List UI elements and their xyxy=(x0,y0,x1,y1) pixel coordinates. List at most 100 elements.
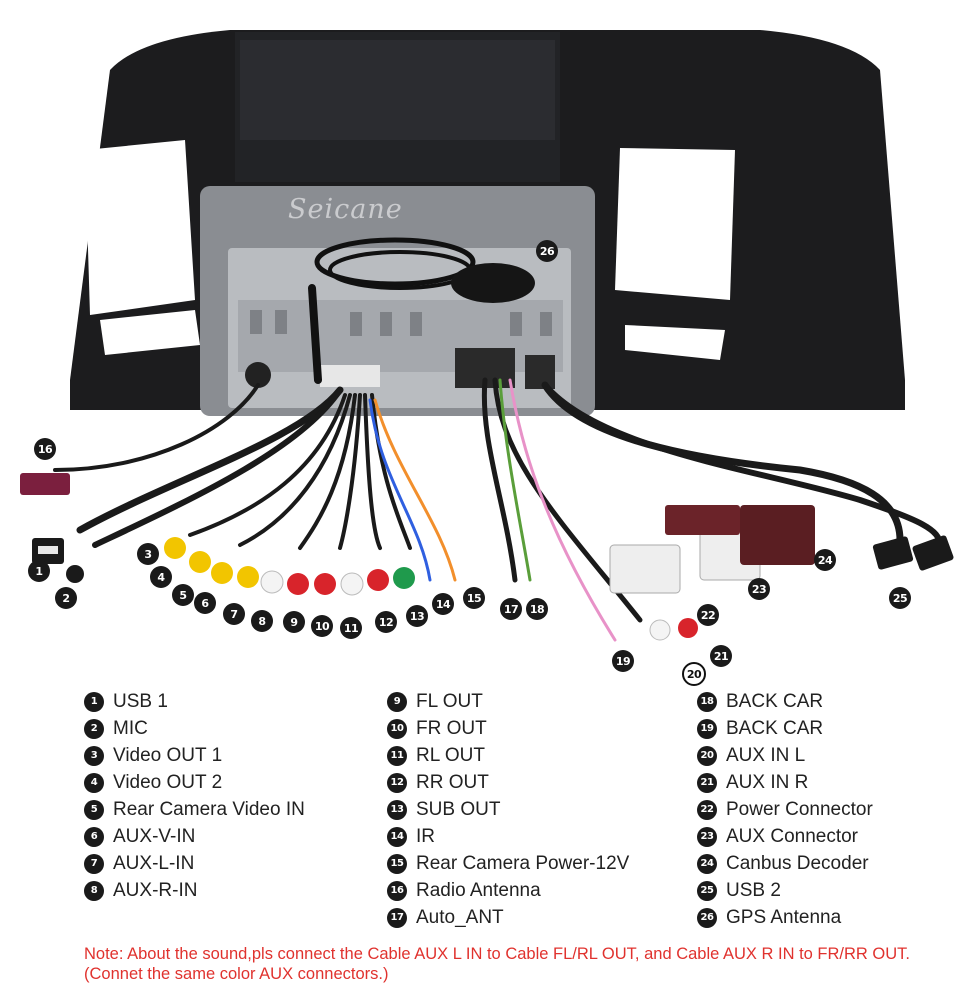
callout-21: 21 xyxy=(710,645,732,667)
legend-label: FR OUT xyxy=(416,717,487,739)
callout-4: 4 xyxy=(150,566,172,588)
legend-item: 12 RR OUT xyxy=(387,769,629,796)
legend-number: 24 xyxy=(697,853,717,874)
legend-label: Rear Camera Power-12V xyxy=(416,852,630,874)
legend-number: 21 xyxy=(697,772,717,793)
legend-number: 7 xyxy=(84,853,104,874)
legend-item: 16 Radio Antenna xyxy=(387,877,629,904)
callout-9: 9 xyxy=(283,611,305,633)
callout-5: 5 xyxy=(172,584,194,606)
legend-number: 16 xyxy=(387,880,407,901)
usb2-plug-a xyxy=(872,536,914,570)
callout-7: 7 xyxy=(223,603,245,625)
callout-3: 3 xyxy=(137,543,159,565)
legend-number: 2 xyxy=(84,718,104,739)
legend-label: BACK CAR xyxy=(726,690,824,712)
legend-number: 15 xyxy=(387,853,407,874)
legend-item: 4 Video OUT 2 xyxy=(84,769,305,796)
legend-label: USB 2 xyxy=(726,879,781,901)
fakra-connector xyxy=(20,473,70,495)
legend-item: 15 Rear Camera Power-12V xyxy=(387,850,629,877)
callout-12: 12 xyxy=(375,611,397,633)
callout-16: 16 xyxy=(34,438,56,460)
usb2-plug-b xyxy=(912,535,954,571)
legend-label: Video OUT 2 xyxy=(113,771,223,793)
power-connector xyxy=(609,544,681,594)
legend-label: AUX-V-IN xyxy=(113,825,196,847)
legend-item: 26 GPS Antenna xyxy=(697,904,873,931)
rca-jacks xyxy=(164,537,698,641)
legend-item: 24 Canbus Decoder xyxy=(697,850,873,877)
legend-number: 13 xyxy=(387,799,407,820)
legend-number: 20 xyxy=(697,745,717,766)
callout-20: 20 xyxy=(682,662,706,686)
callout-25: 25 xyxy=(889,587,911,609)
legend-number: 6 xyxy=(84,826,104,847)
callout-10: 10 xyxy=(311,615,333,637)
callout-17: 17 xyxy=(500,598,522,620)
legend-number: 12 xyxy=(387,772,407,793)
callout-14: 14 xyxy=(432,593,454,615)
legend-number: 1 xyxy=(84,691,104,712)
legend-label: USB 1 xyxy=(113,690,168,712)
legend-label: Radio Antenna xyxy=(416,879,541,901)
legend-number: 3 xyxy=(84,745,104,766)
wiring-note: Note: About the sound,pls connect the Ca… xyxy=(84,945,911,983)
legend-number: 26 xyxy=(697,907,717,928)
legend-item: 21 AUX IN R xyxy=(697,769,873,796)
legend-item: 7 AUX-L-IN xyxy=(84,850,305,877)
legend-label: SUB OUT xyxy=(416,798,501,820)
callout-13: 13 xyxy=(406,605,428,627)
legend-item: 1 USB 1 xyxy=(84,688,305,715)
legend-label: Rear Camera Video IN xyxy=(113,798,305,820)
callout-11: 11 xyxy=(340,617,362,639)
antenna-whip xyxy=(308,284,322,384)
legend-item: 2 MIC xyxy=(84,715,305,742)
legend-label: AUX-L-IN xyxy=(113,852,195,874)
legend-label: MIC xyxy=(113,717,148,739)
legend-label: AUX Connector xyxy=(726,825,859,847)
callout-6: 6 xyxy=(194,592,216,614)
legend-item: 3 Video OUT 1 xyxy=(84,742,305,769)
callout-18: 18 xyxy=(526,598,548,620)
legend-label: RR OUT xyxy=(416,771,489,793)
canbus-decoder xyxy=(740,505,815,565)
callout-2: 2 xyxy=(55,587,77,609)
legend-number: 4 xyxy=(84,772,104,793)
callout-26: 26 xyxy=(536,240,558,262)
legend-number: 22 xyxy=(697,799,717,820)
callout-24: 24 xyxy=(814,549,836,571)
callout-19: 19 xyxy=(612,650,634,672)
callout-8: 8 xyxy=(251,610,273,632)
callout-22: 22 xyxy=(697,604,719,626)
legend-number: 23 xyxy=(697,826,717,847)
legend-label: AUX IN R xyxy=(726,771,809,793)
legend-number: 25 xyxy=(697,880,717,901)
legend-label: AUX-R-IN xyxy=(113,879,198,901)
wiring-diagram xyxy=(20,30,954,642)
legend-number: 17 xyxy=(387,907,407,928)
callout-1: 1 xyxy=(28,560,50,582)
legend-item: 25 USB 2 xyxy=(697,877,873,904)
legend-label: Video OUT 1 xyxy=(113,744,223,766)
legend-item: 17 Auto_ANT xyxy=(387,904,629,931)
legend-label: GPS Antenna xyxy=(726,906,842,928)
legend-label: Auto_ANT xyxy=(416,906,504,928)
brand-watermark: Seicane xyxy=(288,194,403,225)
legend-label: Canbus Decoder xyxy=(726,852,869,874)
callout-23: 23 xyxy=(748,578,770,600)
legend-number: 14 xyxy=(387,826,407,847)
legend-item: 6 AUX-V-IN xyxy=(84,823,305,850)
mic-jack xyxy=(66,565,84,583)
legend-label: FL OUT xyxy=(416,690,483,712)
legend-label: RL OUT xyxy=(416,744,485,766)
